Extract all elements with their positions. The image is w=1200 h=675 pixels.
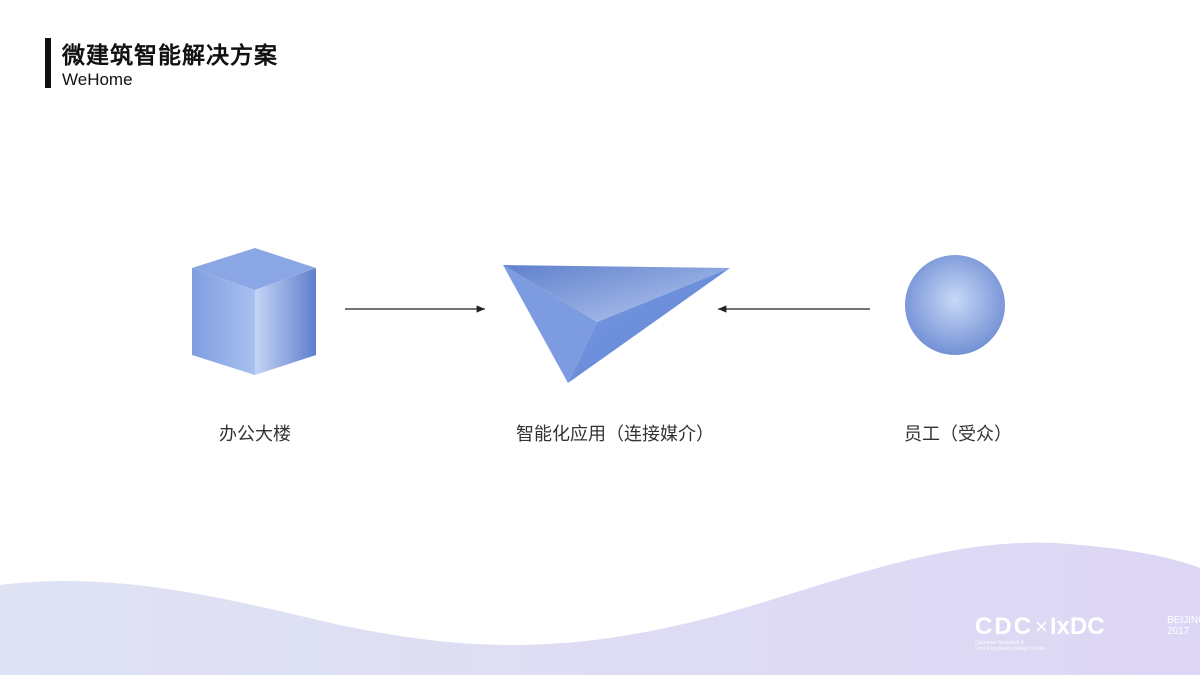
logo-subtext-1: Customer Research & <box>975 640 1025 646</box>
logo-year: 2017 <box>1167 626 1190 637</box>
page-title: 微建筑智能解决方案 <box>62 43 278 69</box>
page-subtitle: WeHome <box>62 70 133 89</box>
title-accent-bar <box>45 38 51 88</box>
cube-shape-office-building <box>192 248 316 375</box>
label-employees: 员工（受众） <box>904 424 1012 445</box>
logo-ixdc: IxDC <box>1049 613 1105 640</box>
sphere-shape-employees <box>905 255 1005 355</box>
logo-times: × <box>1035 614 1048 639</box>
logo-subtext-2: User Experience Design Center <box>975 646 1046 652</box>
pyramid-shape-smart-application <box>503 265 730 383</box>
cdc-ixdc-logo: CDC×IxDC BEIJING2017 Customer Research &… <box>975 613 1200 652</box>
label-smart-application: 智能化应用（连接媒介） <box>516 424 714 445</box>
logo-cdc: CDC <box>975 613 1033 640</box>
logo-city: BEIJING <box>1167 615 1200 626</box>
background-wave <box>0 542 1200 675</box>
label-office-building: 办公大楼 <box>219 424 291 445</box>
